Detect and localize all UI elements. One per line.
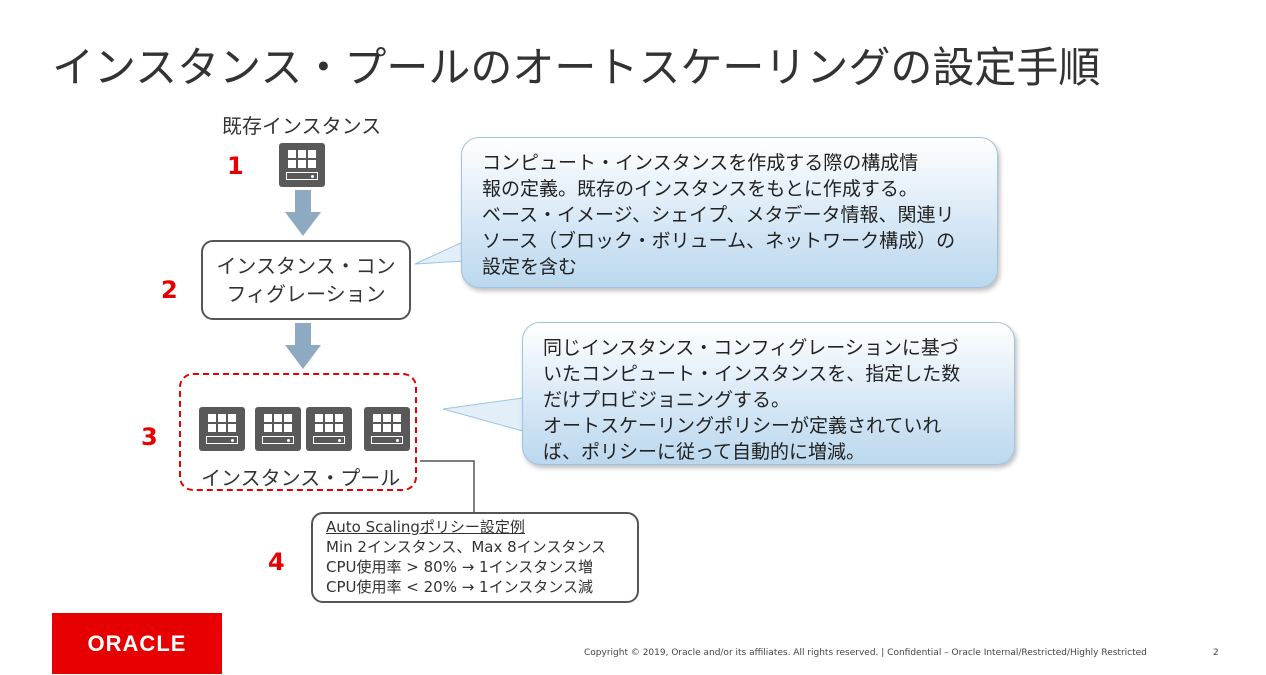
oracle-logo: ORACLE [52,613,222,674]
policy-line: CPU使用率 > 80% → 1インスタンス増 [326,558,593,576]
instance-configuration-box: インスタンス・コン フィグレーション [201,240,411,320]
config-description-callout: コンピュート・インスタンスを作成する際の構成情 報の定義。既存のインスタンスをも… [461,137,998,288]
callout-text: コンピュート・インスタンスを作成する際の構成情 [482,152,919,174]
callout-text: 同じインスタンス・コンフィグレーションに基づ [543,337,959,359]
down-arrow-icon [285,323,321,369]
autoscaling-policy-box: Auto Scalingポリシー設定例 Min 2インスタンス、Max 8インス… [311,512,639,603]
callout-text: オートスケーリングポリシーが定義されていれ [543,415,942,437]
policy-line: Min 2インスタンス、Max 8インスタンス [326,538,607,556]
config-line-1: インスタンス・コン [216,254,396,278]
policy-heading: Auto Scalingポリシー設定例 [326,518,525,536]
callout-text: ば、ポリシーに従って自動的に増減。 [543,441,866,463]
pool-description-callout: 同じインスタンス・コンフィグレーションに基づ いたコンピュート・インスタンスを、… [522,322,1015,465]
slide-title: インスタンス・プールのオートスケーリングの設定手順 [52,43,1101,92]
callout-text: ソース（ブロック・ボリューム、ネットワーク構成）の [482,230,956,252]
step-number-1: 1 [227,152,244,180]
step-number-3: 3 [141,423,158,451]
down-arrow-icon [285,190,321,236]
page-number: 2 [1213,648,1219,658]
instance-pool-box [179,373,417,491]
config-line-2: フィグレーション [226,282,386,306]
server-icon [199,407,245,451]
connector-line [420,460,475,515]
callout-tail [442,396,530,434]
copyright-text: Copyright © 2019, Oracle and/or its affi… [584,648,1147,658]
step-number-4: 4 [268,548,285,576]
step-number-2: 2 [161,276,178,304]
callout-text: だけプロビジョニングする。 [543,389,791,411]
callout-text: 設定を含む [482,256,578,278]
server-icon [306,407,352,451]
callout-text: いたコンピュート・インスタンスを、指定した数 [543,363,961,385]
server-icon [279,143,325,187]
callout-text: ベース・イメージ、シェイプ、メタデータ情報、関連リ [482,204,955,226]
callout-text: 報の定義。既存のインスタンスをもとに作成する。 [482,178,918,200]
policy-line: CPU使用率 < 20% → 1インスタンス減 [326,578,593,596]
instance-pool-label: インスタンス・プール [201,466,401,490]
server-icon [255,407,301,451]
existing-instance-label: 既存インスタンス [222,114,382,138]
server-icon [364,407,410,451]
